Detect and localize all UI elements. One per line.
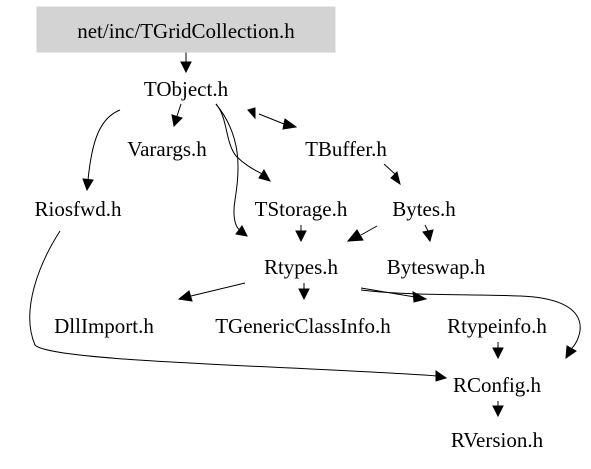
node-dllimport[interactable]: DllImport.h [54,314,154,338]
node-label: RConfig.h [453,373,542,397]
edge-riosfwd-to-rconfig [29,230,448,382]
edge-line [29,230,438,377]
node-rtypes[interactable]: Rtypes.h [264,255,339,279]
node-label: Rtypes.h [264,255,339,279]
arrowhead-icon [565,345,577,360]
arrowhead-icon [180,61,192,74]
node-label: Rtypeinfo.h [447,314,547,338]
node-label: TObject.h [144,77,229,101]
node-root[interactable]: net/inc/TGridCollection.h [36,6,336,53]
arrowhead-icon [295,230,307,243]
node-label: Riosfwd.h [35,197,122,221]
node-riosfwd[interactable]: Riosfwd.h [35,197,122,221]
node-label: RVersion.h [451,428,544,452]
edge-line [383,163,396,175]
arrowhead-icon [390,171,401,186]
arrowhead-icon [298,288,310,301]
node-label: net/inc/TGridCollection.h [77,19,295,43]
arrowhead-icon [235,225,248,237]
edge-rtypes-to-dllimport [177,282,246,302]
node-label: TGenericClassInfo.h [215,314,391,338]
edge-rtypeinfo-to-rconfig [492,342,504,360]
node-label: TBuffer.h [305,137,387,161]
edge-bytes-to-byteswap [422,224,434,243]
node-label: Bytes.h [392,197,456,221]
edge-line [176,103,182,117]
arrowhead-icon [435,370,448,382]
arrowhead-icon [82,178,94,192]
edge-tstorage-to-rtypes [295,225,307,243]
edge-line [190,282,246,297]
arrowhead-icon [282,118,298,130]
edge-line [215,103,263,175]
node-tbuffer[interactable]: TBuffer.h [305,137,387,161]
edge-tobject-to-tstorage [215,103,272,182]
edge-tbuffer-to-bytes [383,163,401,186]
edge-rtypes-to-tgenericclassinfo [298,283,310,301]
nodes-layer: net/inc/TGridCollection.hTObject.hVararg… [35,6,547,452]
root-node-box [36,6,336,53]
edges-layer [29,52,581,418]
edge-tobject-to-riosfwd [82,109,121,192]
arrowhead-icon [492,347,504,360]
edge-rtypes-to-rtypeinfo [360,287,428,303]
edge-line [360,225,378,236]
arrowhead-icon [258,169,272,182]
node-label: Varargs.h [127,137,207,161]
edge-line [424,224,429,232]
arrowhead-icon [177,290,193,302]
node-bytes[interactable]: Bytes.h [392,197,456,221]
arrowhead-icon [492,405,504,418]
node-label: TStorage.h [255,197,348,221]
edge-tobject-to-tbuffer [247,107,298,130]
edge-line [87,109,121,181]
edge-tobject-to-varargs [171,103,183,128]
edge-line [215,103,241,231]
node-rversion[interactable]: RVersion.h [451,428,544,452]
arrowhead-icon [422,229,434,243]
node-label: Byteswap.h [387,255,486,279]
edge-rtypes-to-rconfig [360,289,581,360]
arrowhead-icon [346,229,364,242]
edge-line [360,289,581,349]
node-tobject[interactable]: TObject.h [144,77,229,101]
edge-line [258,113,285,125]
arrowhead-icon [171,114,183,128]
edge-bytes-to-rtypes [346,225,378,242]
edge-rconfig-to-rversion [492,401,504,418]
node-tgenericclassinfo[interactable]: TGenericClassInfo.h [215,314,391,338]
node-label: DllImport.h [54,314,154,338]
arrowhead-icon [247,107,256,120]
node-rtypeinfo[interactable]: Rtypeinfo.h [447,314,547,338]
edge-tobject-to-rtypes [215,103,248,237]
node-byteswap[interactable]: Byteswap.h [387,255,486,279]
arrowhead-icon [412,291,428,303]
node-tstorage[interactable]: TStorage.h [255,197,348,221]
edge-root-to-tobject [180,52,192,74]
node-rconfig[interactable]: RConfig.h [453,373,542,397]
node-varargs[interactable]: Varargs.h [127,137,207,161]
